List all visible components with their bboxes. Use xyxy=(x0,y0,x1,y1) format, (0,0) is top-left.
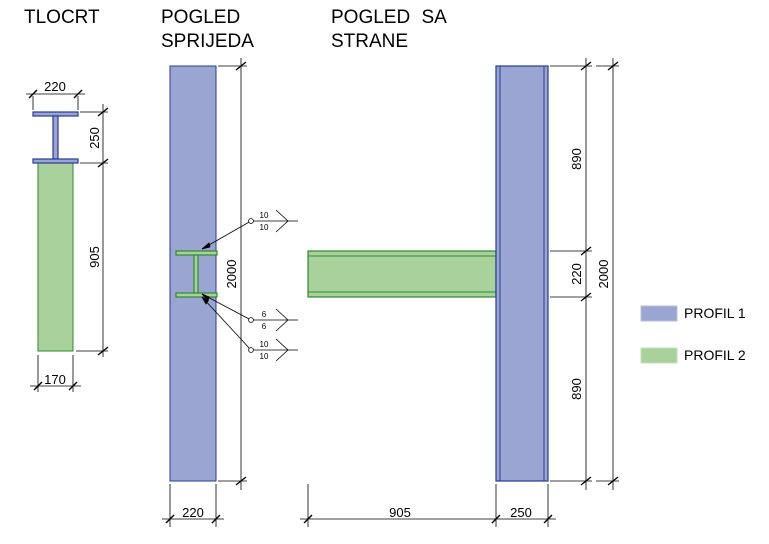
legend-swatch-profil2 xyxy=(640,347,678,364)
legend-swatch-profil1 xyxy=(640,305,678,322)
plan-view-title: TLOCRT xyxy=(24,7,100,28)
side-dim-total: 2000 xyxy=(596,260,611,289)
weld-2-top: 6 xyxy=(262,310,267,319)
plan-dim-beam-width: 170 xyxy=(44,372,66,387)
side-column-profil1 xyxy=(495,65,549,482)
front-column-profil1 xyxy=(169,65,217,482)
front-view: 2000 220 xyxy=(162,58,298,527)
front-beam-top-flange xyxy=(175,250,218,256)
plan-dim-beam-length: 905 xyxy=(87,246,102,268)
weld-3-top: 10 xyxy=(260,340,269,349)
front-beam-bottom-flange xyxy=(175,292,218,298)
weld-1-top: 10 xyxy=(260,211,269,220)
front-dim-width: 220 xyxy=(182,505,204,520)
side-dim-top: 890 xyxy=(569,148,584,170)
side-dim-middle: 220 xyxy=(569,263,584,285)
side-view-title-line2: STRANE xyxy=(331,31,409,52)
legend: PROFIL 1 PROFIL 2 xyxy=(640,305,746,364)
front-view-title-line2: SPRIJEDA xyxy=(161,31,254,52)
plan-ibeam-web xyxy=(52,115,59,160)
side-dim-bottom: 890 xyxy=(569,378,584,400)
plan-ibeam-bottom-flange xyxy=(32,158,79,164)
legend-label-profil2: PROFIL 2 xyxy=(684,347,746,363)
front-dim-height: 2000 xyxy=(224,260,239,289)
plan-dim-flange-width: 220 xyxy=(44,79,66,94)
legend-label-profil1: PROFIL 1 xyxy=(684,305,746,321)
weld-1-bottom: 10 xyxy=(260,223,269,232)
weld-2-bottom: 6 xyxy=(262,322,267,331)
plan-view: 220 250 905 170 xyxy=(26,79,109,392)
side-beam-profil2 xyxy=(307,250,497,298)
front-view-title-line1: POGLED xyxy=(161,7,241,28)
side-view: 890 220 890 2000 905 250 xyxy=(300,58,619,527)
weld-leaders xyxy=(201,209,298,362)
side-dim-beam-length: 905 xyxy=(389,505,411,520)
weld-3-bottom: 10 xyxy=(260,352,269,361)
plan-dim-profile-depth: 250 xyxy=(87,127,102,149)
front-beam-web xyxy=(193,254,199,294)
plan-beam-profil2 xyxy=(37,162,74,352)
side-dim-column-width: 250 xyxy=(510,505,532,520)
side-view-title-line1: POGLED SA xyxy=(331,7,447,28)
